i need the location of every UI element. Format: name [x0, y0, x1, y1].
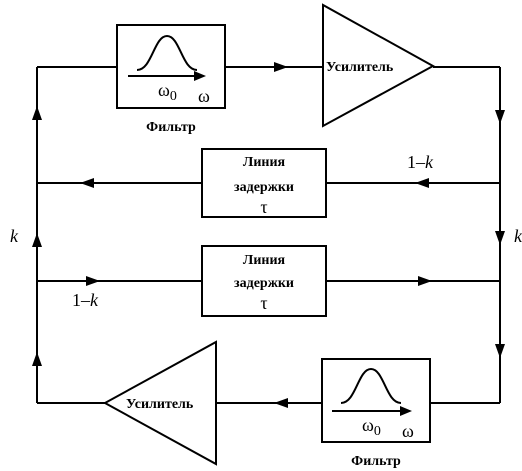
- arrow-top-right: [274, 62, 288, 72]
- arrow-lower-branch-right-2: [418, 276, 432, 286]
- delay-line-lower-tau: τ: [260, 293, 267, 313]
- arrow-upper-branch-left-1: [415, 178, 429, 188]
- filter-top-caption: Фильтр: [146, 120, 196, 135]
- delay-line-upper-box: [201, 148, 327, 218]
- delay-line-lower-box: [201, 245, 327, 317]
- filter-top-omega0: ω0: [158, 80, 177, 104]
- filter-bottom-caption: Фильтр: [351, 454, 401, 469]
- amplifier-bottom: Усилитель: [102, 340, 217, 466]
- filter-bottom: ω0 ω Фильтр: [321, 358, 431, 469]
- filter-top: ω0 ω Фильтр: [116, 24, 226, 135]
- amplifier-top-triangle: [322, 3, 436, 128]
- arrow-bottom-left: [274, 398, 288, 408]
- arrow-lower-branch-right-1: [86, 276, 100, 286]
- filter-bottom-omega0-sub: 0: [374, 424, 381, 439]
- arrow-right-down-2: [495, 231, 505, 245]
- arrow-left-up-3: [32, 106, 42, 120]
- filter-bottom-axis-arrow: [400, 406, 412, 416]
- delay-line-upper-tau: τ: [260, 197, 267, 217]
- arrow-right-down-1: [495, 110, 505, 124]
- delay-line-lower-line1: Линия: [243, 253, 286, 268]
- filter-top-axis-arrow: [194, 71, 206, 81]
- filter-top-omega0-sub: 0: [170, 89, 177, 104]
- arrow-left-up-2: [32, 233, 42, 247]
- arrow-upper-branch-left-2: [80, 178, 94, 188]
- delay-line-lower: Линия задержки τ: [201, 245, 327, 317]
- coef-right-k: k: [514, 226, 522, 246]
- delay-line-upper: Линия задержки τ: [201, 148, 327, 218]
- amplifier-bottom-triangle: [102, 340, 217, 466]
- filter-top-box: [116, 24, 226, 109]
- delay-line-upper-line1: Линия: [243, 155, 286, 170]
- arrow-right-down-3: [495, 344, 505, 358]
- filter-top-bell-curve: [136, 34, 198, 71]
- arrow-left-up-1: [32, 352, 42, 366]
- amplifier-top: Усилитель: [322, 3, 436, 128]
- coef-left-k: k: [10, 226, 19, 246]
- filter-bottom-box: [321, 358, 431, 443]
- amplifier-bottom-label: Усилитель: [126, 397, 194, 412]
- filter-bottom-omega: ω: [402, 421, 414, 441]
- filter-top-omega: ω: [198, 86, 210, 106]
- delay-line-lower-line2: задержки: [234, 276, 294, 291]
- filter-bottom-omega0: ω0: [362, 415, 381, 439]
- delay-line-upper-line2: задержки: [234, 180, 294, 195]
- filter-bottom-bell-curve: [340, 367, 402, 404]
- coef-upper-1-minus-k: 1–k: [407, 152, 434, 172]
- coef-lower-1-minus-k: 1–k: [72, 290, 99, 310]
- amplifier-top-label: Усилитель: [326, 60, 394, 75]
